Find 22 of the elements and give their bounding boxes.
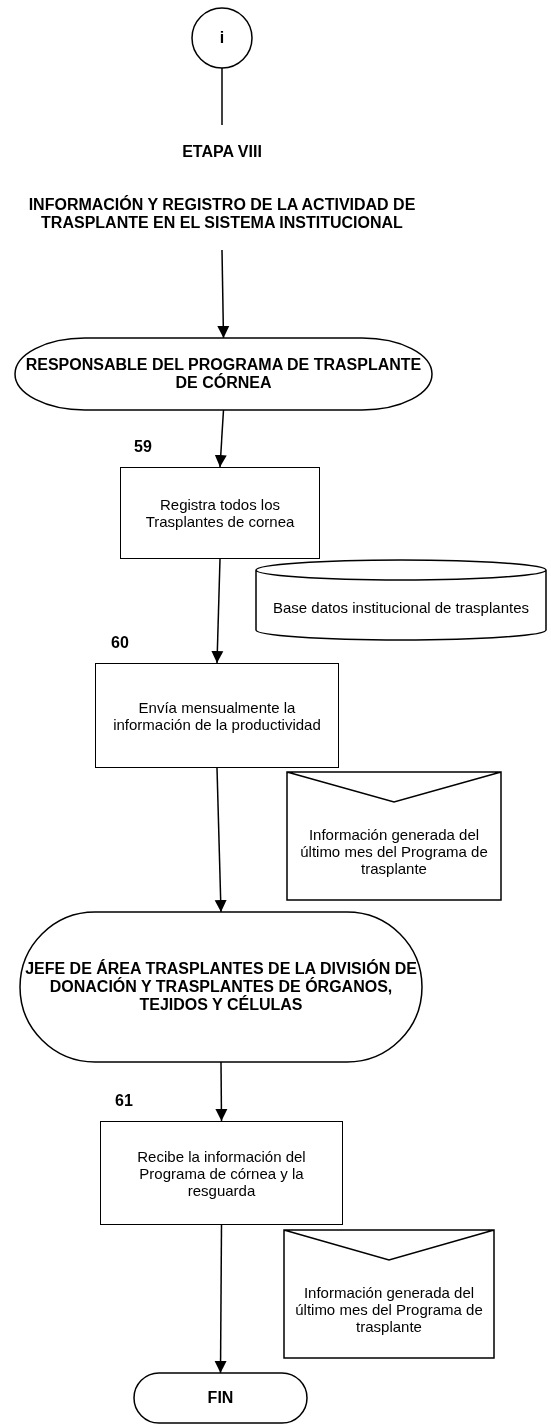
node-label: Registra todos los Trasplantes de cornea: [144, 496, 296, 530]
stage-heading: INFORMACIÓN Y REGISTRO DE LA ACTIVIDAD DE TRASPLANTE EN EL SISTEMA INSTITUCIONAL: [27, 196, 417, 232]
arrow: [214, 767, 227, 913]
arrow: [214, 1224, 227, 1374]
step-number: 59: [134, 438, 152, 456]
node-label: i: [219, 29, 225, 47]
node-label: Información generada del último mes del Programa de trasplante: [294, 1283, 484, 1335]
arrow: [215, 1061, 228, 1122]
node-label: Recibe la información del Programa de córnea y la resguarda: [136, 1147, 307, 1199]
arrow: [214, 409, 227, 468]
node-label: RESPONSABLE DEL PROGRAMA DE TRASPLANTE DE CÓRNEA: [24, 356, 423, 392]
node-label: Envía mensualmente la información de la productividad: [112, 698, 322, 733]
node-label: FIN: [207, 1389, 234, 1407]
arrow: [217, 249, 230, 339]
step-number: 60: [111, 634, 129, 652]
connector-line: [221, 67, 223, 126]
node-label: JEFE DE ÁREA TRASPLANTES DE LA DIVISIÓN DE DONACIÓN Y TRASPLANTES DE ÓRGANOS, TEJIDOS Y CÉLULAS: [24, 960, 418, 1014]
node-label: Información generada del último mes del Programa de trasplante: [299, 825, 489, 877]
node-label: Base datos institucional de trasplantes: [273, 598, 529, 616]
stage-label: ETAPA VIII: [182, 143, 262, 161]
step-number: 61: [115, 1092, 133, 1110]
arrow: [211, 558, 224, 664]
